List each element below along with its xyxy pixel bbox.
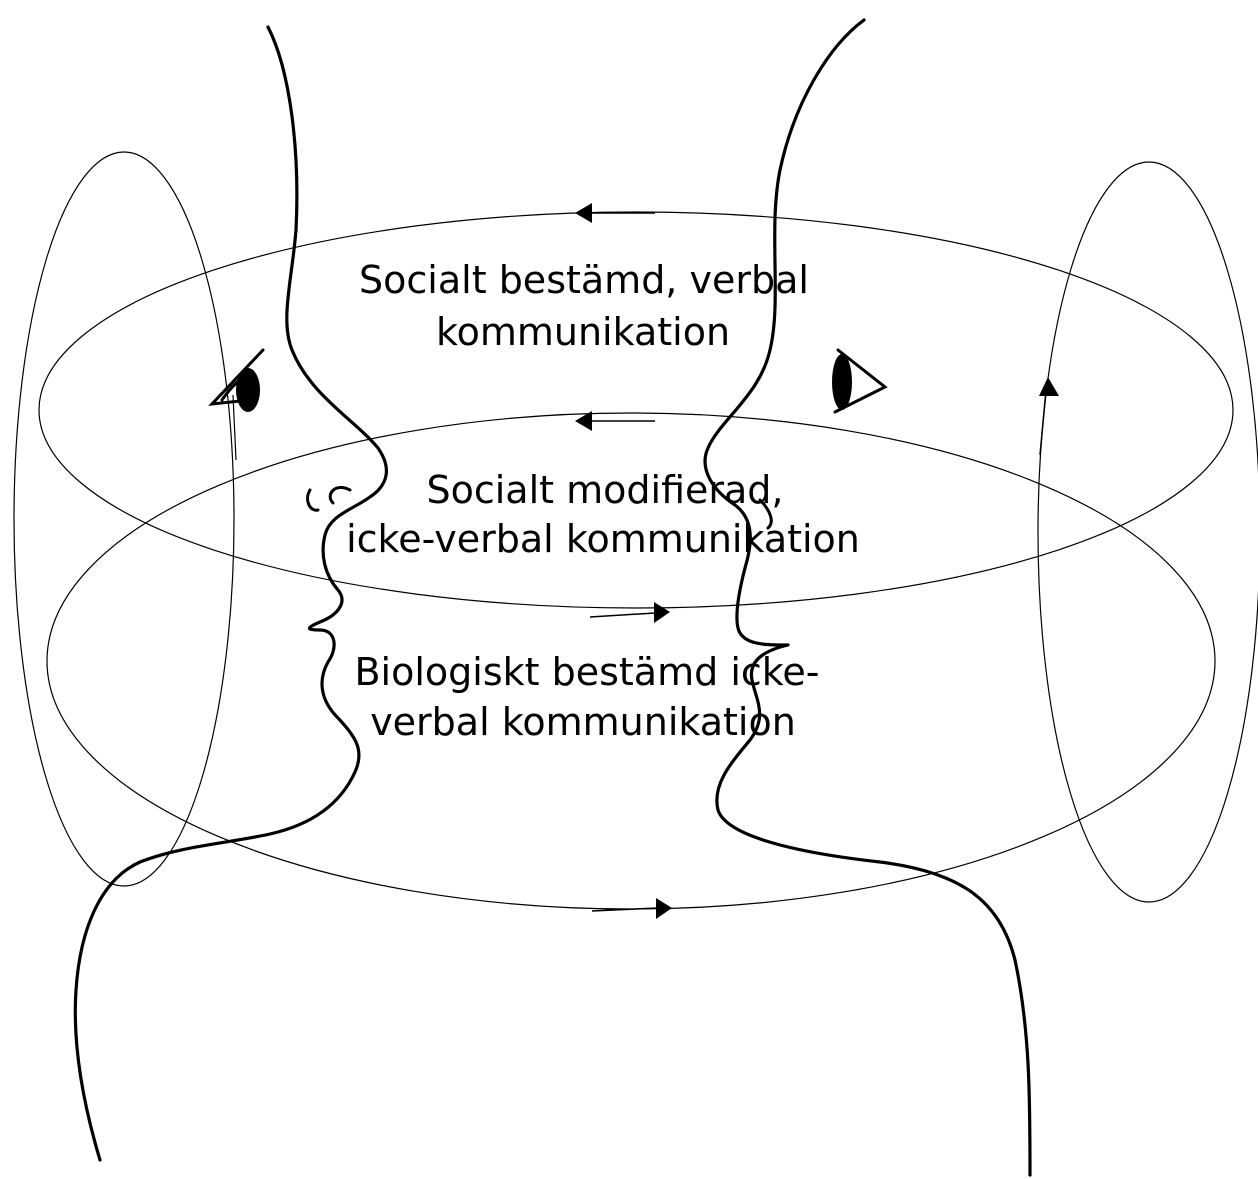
- left-eye-pupil: [236, 368, 260, 412]
- left-eye-line: [232, 394, 237, 461]
- arrow-mid-left-icon: [575, 411, 592, 431]
- right-vertical-loop: [1037, 161, 1258, 903]
- left-nostril-mark: [306, 488, 320, 512]
- level-1-label-line2: kommunikation: [436, 310, 730, 354]
- arrow-lower-line: [589, 612, 656, 618]
- arrow-lower-right-icon: [654, 602, 670, 623]
- left-nose-curl: [328, 486, 352, 505]
- left-face-profile: [73, 25, 388, 1162]
- arrow-up-line: [1039, 389, 1047, 456]
- level-1-label-line1: Socialt bestämd, verbal: [359, 258, 809, 302]
- level-2-label-line2: icke-verbal kommunikation: [346, 517, 860, 561]
- left-vertical-loop: [13, 151, 235, 887]
- right-face-profile: [703, 18, 1032, 1177]
- level-3-label-line1: Biologiskt bestämd icke-: [354, 650, 819, 694]
- level-3-label-line2: verbal kommunikation: [370, 700, 796, 744]
- level-2-label-line1: Socialt modifierad,: [426, 468, 783, 512]
- right-eye-pupil: [832, 354, 852, 410]
- arrow-bottom-line: [591, 907, 659, 912]
- arrow-bottom-right-icon: [656, 898, 672, 919]
- right-nostril-mark: [758, 498, 773, 530]
- upper-level-ellipse: [38, 211, 1234, 609]
- arrow-up-icon: [1039, 377, 1059, 396]
- right-eye-icon: [833, 348, 888, 414]
- arrow-top-left-icon: [575, 203, 592, 223]
